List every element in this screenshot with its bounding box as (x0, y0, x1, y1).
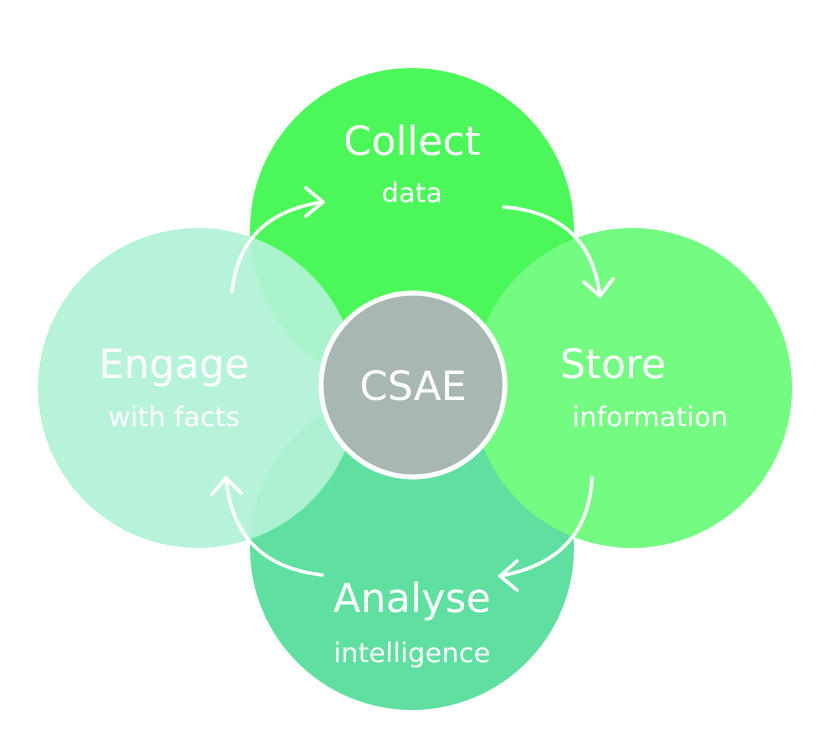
analyse-title: Analyse (333, 576, 490, 622)
arrow-engage-to-collect (230, 186, 325, 294)
center-label: CSAE (360, 364, 467, 410)
engage-subtitle: with facts (108, 402, 239, 433)
store-circle (472, 228, 792, 548)
store-title: Store (560, 342, 666, 388)
arrow-store-to-analyse (498, 476, 594, 592)
engage-circle (38, 228, 358, 548)
arrow-collect-to-store (502, 205, 615, 298)
collect-subtitle: data (382, 178, 443, 209)
analyse-subtitle: intelligence (334, 638, 491, 669)
node-center: CSAE (318, 290, 508, 480)
center-circle (318, 290, 508, 480)
engage-title: Engage (99, 342, 250, 388)
node-engage (38, 228, 358, 548)
store-subtitle: information (572, 402, 728, 433)
node-store (472, 228, 792, 548)
collect-title: Collect (344, 119, 481, 165)
arrow-analyse-to-engage (210, 476, 324, 577)
